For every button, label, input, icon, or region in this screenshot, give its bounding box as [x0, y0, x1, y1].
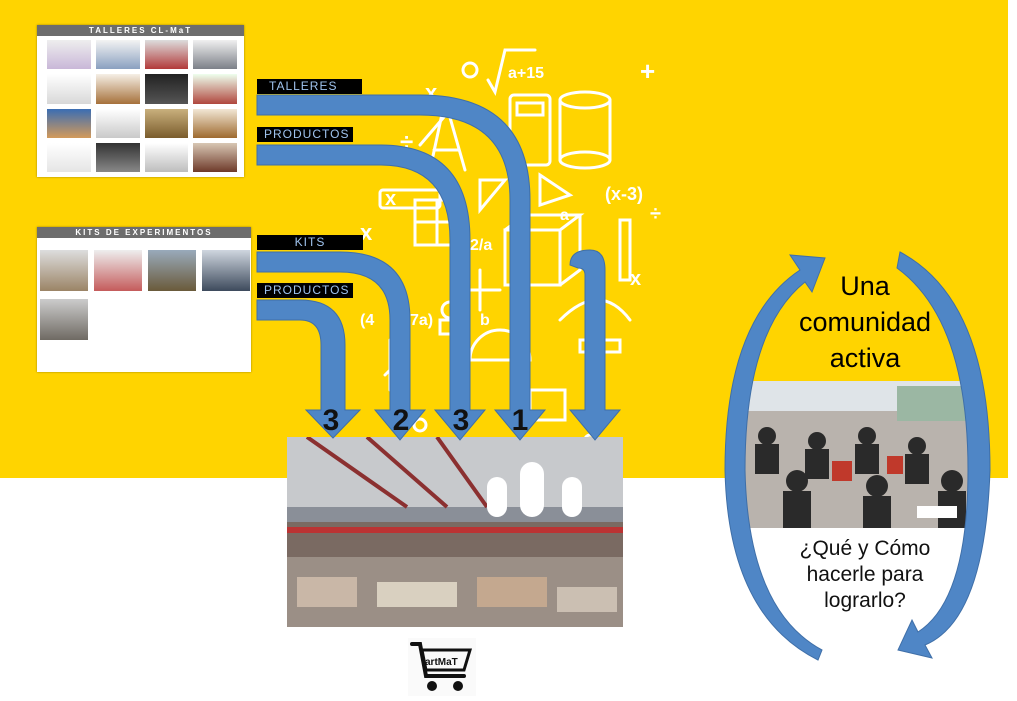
- arrow-kits: [256, 251, 427, 441]
- doodle-formula-1: a+15: [508, 65, 544, 82]
- doodle-var-x-2: x: [385, 188, 396, 210]
- arrow-right-down: [568, 249, 622, 441]
- thumbnail[interactable]: [95, 108, 140, 138]
- cycle-arrow-right: [896, 251, 991, 659]
- doodle-divide-2: ÷: [650, 203, 661, 225]
- community-title-line-1: Una: [840, 271, 890, 301]
- thumbnail[interactable]: [202, 250, 250, 291]
- market-photo: [287, 437, 623, 627]
- thumbnail[interactable]: [144, 40, 189, 70]
- community-title-line-3: activa: [829, 343, 901, 373]
- thumbnail[interactable]: [47, 108, 91, 138]
- arrow-number-1: 3: [322, 404, 340, 437]
- students-classroom-photo: [737, 381, 983, 528]
- kits-thumbnail-grid: [40, 250, 250, 340]
- arrow-number-2: 2: [392, 404, 410, 437]
- talleres-panel-header: TALLERES CL-MaT: [37, 25, 244, 36]
- thumbnail[interactable]: [95, 40, 140, 70]
- thumbnail[interactable]: [144, 142, 189, 172]
- label-productos-1: PRODUCTOS: [257, 127, 353, 142]
- doodle-formula-4: 7a): [410, 312, 433, 329]
- thumbnail[interactable]: [144, 74, 189, 104]
- doodle-var-x-3: x: [630, 268, 641, 290]
- artmat-logo[interactable]: artMaT: [408, 638, 476, 696]
- thumbnail[interactable]: [144, 108, 189, 138]
- talleres-thumbnail-grid: [47, 40, 237, 172]
- community-question: ¿Qué y Cómo hacerle para lograrlo?: [770, 536, 960, 614]
- thumbnail[interactable]: [95, 74, 140, 104]
- doodle-var-x-4: x: [360, 220, 373, 245]
- arrow-productos-2: [256, 299, 362, 439]
- thumbnail[interactable]: [193, 40, 237, 70]
- kits-panel[interactable]: KITS DE EXPERIMENTOS: [37, 227, 251, 372]
- thumbnail[interactable]: [94, 250, 142, 291]
- arrow-talleres: [256, 94, 547, 441]
- thumbnail[interactable]: [47, 142, 91, 172]
- community-question-line-1: ¿Qué y Cómo: [799, 537, 931, 560]
- doodle-plus: +: [640, 56, 655, 86]
- community-title-line-2: comunidad: [798, 307, 932, 337]
- doodle-formula-3: (4: [360, 312, 374, 329]
- arrow-number-4: 1: [511, 404, 529, 437]
- cycle-arrow-left: [724, 254, 826, 661]
- doodle-formula-2: (x-3): [605, 184, 643, 204]
- doodle-var-b: b: [480, 312, 490, 329]
- arrow-number-3: 3: [452, 404, 470, 437]
- arrow-productos-1: [256, 144, 487, 441]
- thumbnail[interactable]: [47, 40, 91, 70]
- thumbnail[interactable]: [40, 250, 88, 291]
- label-kits: KITS: [257, 235, 363, 250]
- doodle-fraction: 2/a: [470, 237, 492, 254]
- label-productos-2: PRODUCTOS: [257, 283, 353, 298]
- thumbnail[interactable]: [193, 142, 237, 172]
- thumbnail[interactable]: [148, 250, 196, 291]
- kits-panel-header: KITS DE EXPERIMENTOS: [37, 227, 251, 238]
- doodle-var-a: a: [560, 207, 569, 224]
- thumbnail[interactable]: [95, 142, 140, 172]
- community-title: Una comunidad activa: [770, 268, 960, 376]
- thumbnail[interactable]: [40, 299, 88, 340]
- logo-text: artMaT: [425, 657, 458, 668]
- talleres-panel[interactable]: TALLERES CL-MaT: [37, 25, 244, 177]
- thumbnail[interactable]: [47, 74, 91, 104]
- thumbnail[interactable]: [193, 74, 237, 104]
- shopping-cart-icon: artMaT: [410, 642, 473, 691]
- community-question-line-2: hacerle para: [806, 563, 924, 586]
- community-question-line-3: lograrlo?: [824, 589, 906, 612]
- thumbnail[interactable]: [193, 108, 237, 138]
- label-talleres: TALLERES: [257, 79, 362, 94]
- math-doodles-illustration: x a+15 (x-3) x 2/a (4 7a) b a x + ÷ ÷ x: [360, 48, 661, 447]
